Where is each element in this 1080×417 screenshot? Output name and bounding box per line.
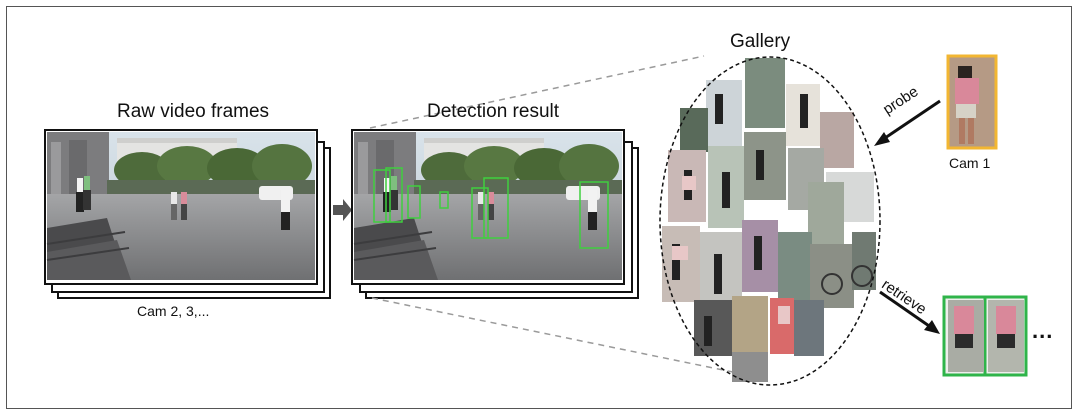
gallery-ellipse: [659, 56, 881, 386]
probe-image: [946, 54, 998, 150]
detection-box: [579, 181, 609, 249]
retrieved-images: [942, 295, 1028, 377]
figure-frame: [6, 6, 1072, 409]
arrow-down-right-icon: [879, 290, 933, 330]
other-cams-label: Cam 2, 3,...: [137, 303, 210, 319]
raw-frames-stack: [44, 129, 331, 299]
more-results-ellipsis: ...: [1032, 318, 1054, 343]
arrow-down-left-icon: [881, 99, 941, 142]
gallery-label: Gallery: [730, 31, 791, 52]
detection-box: [385, 167, 403, 223]
detection-box: [407, 185, 421, 219]
detection-box: [373, 169, 391, 223]
chevron-right-arrow-icon: [333, 199, 352, 221]
detection-box: [439, 191, 449, 209]
raw-frame-image: [46, 131, 316, 281]
detection-box: [483, 177, 509, 239]
gallery-collage: [659, 56, 881, 386]
detection-frame-image: [353, 131, 623, 281]
raw-frames-label: Raw video frames: [117, 101, 270, 122]
cam1-label: Cam 1: [949, 155, 991, 171]
detection-box: [471, 187, 489, 239]
detection-frames-stack: [351, 129, 639, 299]
detection-label: Detection result: [427, 101, 560, 122]
